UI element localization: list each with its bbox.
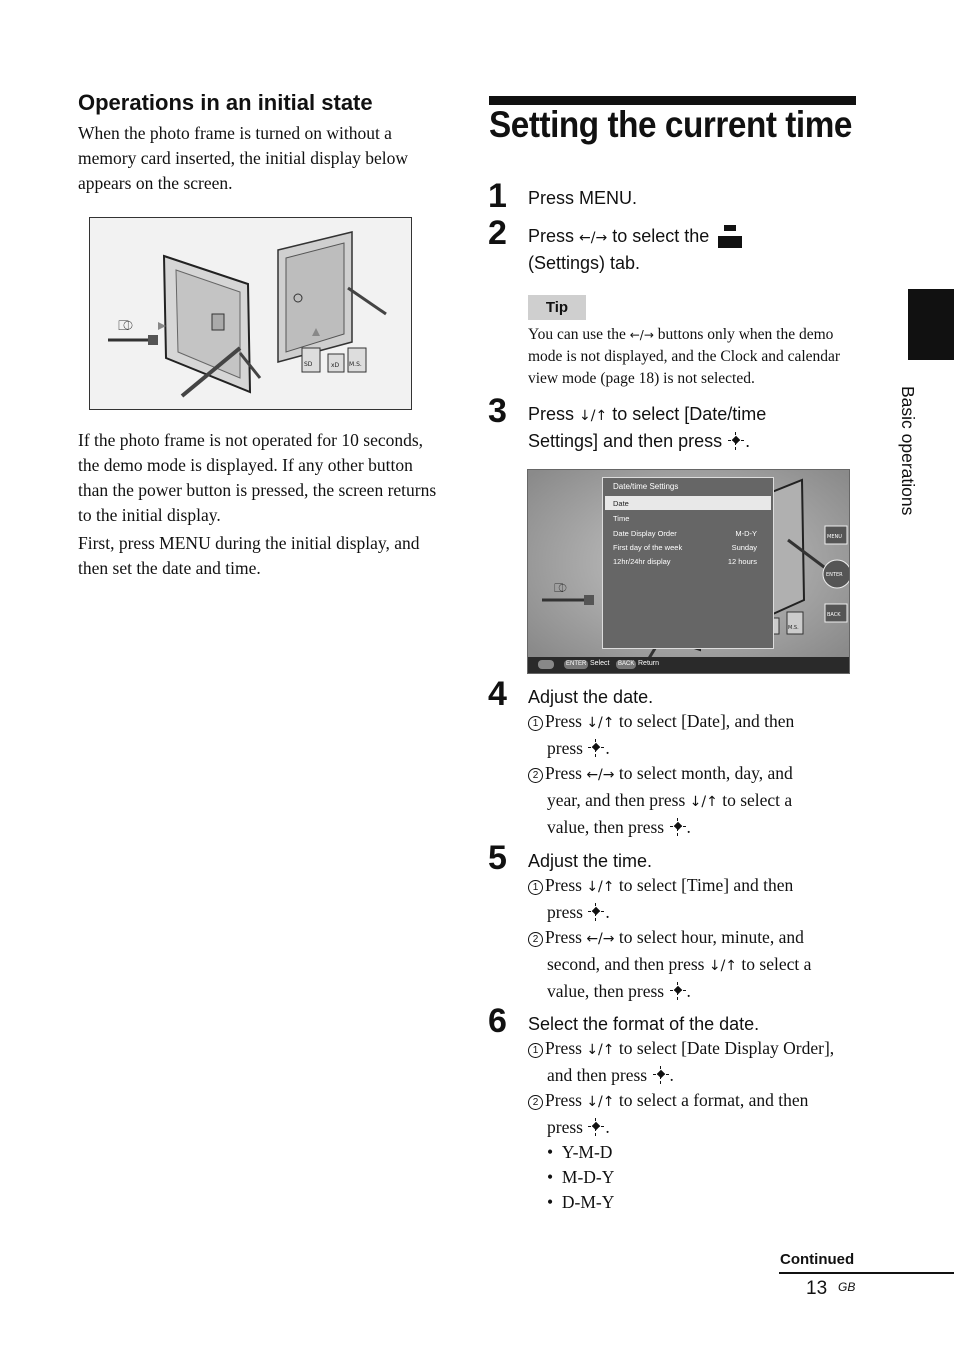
settings-tab-icon bbox=[718, 225, 743, 248]
step-number: 4 bbox=[488, 675, 507, 713]
step-1-text: Press MENU. bbox=[528, 188, 638, 208]
footer-enter-key: ENTER bbox=[564, 660, 589, 669]
step-3-text: Press ↓/↑ to select [Date/time Settings]… bbox=[528, 404, 767, 451]
footer-back-key: BACK bbox=[616, 660, 637, 669]
enter-icon bbox=[669, 982, 687, 1000]
step-number: 3 bbox=[488, 392, 507, 430]
format-list-item: • D-M-Y bbox=[547, 1192, 615, 1212]
menu-row-time[interactable]: Time bbox=[613, 514, 630, 523]
page-number: 13 bbox=[806, 1278, 828, 1299]
step-number: 2 bbox=[488, 214, 507, 252]
page-title: Setting the current time bbox=[489, 104, 852, 145]
format-list-item: • Y-M-D bbox=[547, 1142, 613, 1162]
card-label-ms: M.S. bbox=[349, 361, 362, 368]
enter-icon bbox=[587, 739, 605, 757]
step-4-text: Adjust the date. bbox=[528, 687, 654, 707]
page-suffix: GB bbox=[838, 1280, 856, 1294]
step-5-text: Adjust the time. bbox=[528, 851, 653, 871]
card-label-xd: xD bbox=[331, 362, 340, 369]
enter-icon bbox=[587, 903, 605, 921]
intro-paragraph: When the photo frame is turned on withou… bbox=[78, 123, 408, 193]
enter-icon bbox=[727, 432, 745, 450]
first-press-paragraph: First, press MENU during the initial dis… bbox=[78, 533, 420, 578]
card-label-sd: SD bbox=[304, 361, 313, 368]
continued-label: Continued bbox=[780, 1251, 855, 1268]
section-tab-label: Basic operations bbox=[898, 386, 918, 516]
svg-text:⎄: ⎄ bbox=[118, 318, 133, 334]
back-button: BACK bbox=[827, 612, 841, 618]
enter-icon bbox=[587, 1118, 605, 1136]
date-time-settings-screen: ⎄ MENU ENTER BACK SD xD M.S. Date/time S… bbox=[527, 469, 850, 674]
screen-footer-bar: ENTER Select BACK Return bbox=[528, 657, 849, 673]
enter-icon bbox=[669, 818, 687, 836]
step-number: 6 bbox=[488, 1002, 507, 1040]
menu-row-date[interactable]: Date bbox=[605, 496, 771, 510]
card-label-ms: M.S. bbox=[788, 625, 799, 631]
enter-icon bbox=[652, 1066, 670, 1084]
demo-mode-paragraph: If the photo frame is not operated for 1… bbox=[78, 430, 437, 525]
down-up-arrows-icon: ↓/↑ bbox=[579, 408, 608, 424]
settings-menu-panel: Date/time Settings Date Time Date Displa… bbox=[602, 477, 774, 649]
section-tab-marker bbox=[908, 289, 954, 360]
footer-rule bbox=[779, 1272, 954, 1274]
footer-select-label: Select bbox=[590, 660, 610, 667]
format-list-item: • M-D-Y bbox=[547, 1167, 615, 1187]
photo-frame-illustration: ⎄ SD xD M.S. bbox=[90, 218, 411, 409]
menu-title: Date/time Settings bbox=[613, 482, 679, 491]
step-2-text: Press ←/→ to select the (Settings) tab. bbox=[528, 224, 858, 276]
section-heading: Operations in an initial state bbox=[78, 90, 373, 115]
tip-label: Tip bbox=[528, 295, 586, 320]
footer-return-label: Return bbox=[638, 660, 660, 667]
initial-display-figure: ⎄ SD xD M.S. bbox=[89, 217, 412, 410]
title-rule bbox=[489, 96, 856, 105]
enter-button: ENTER bbox=[826, 572, 843, 578]
step-number: 1 bbox=[488, 177, 507, 215]
step-number: 5 bbox=[488, 839, 507, 877]
left-right-arrows-icon: ←/→ bbox=[629, 328, 654, 342]
menu-button: MENU bbox=[827, 534, 842, 540]
step-6-text: Select the format of the date. bbox=[528, 1014, 760, 1034]
left-right-arrows-icon: ←/→ bbox=[579, 230, 608, 246]
tip-text: You can use the ←/→ buttons only when th… bbox=[528, 326, 841, 387]
svg-text:⎄: ⎄ bbox=[554, 581, 567, 595]
